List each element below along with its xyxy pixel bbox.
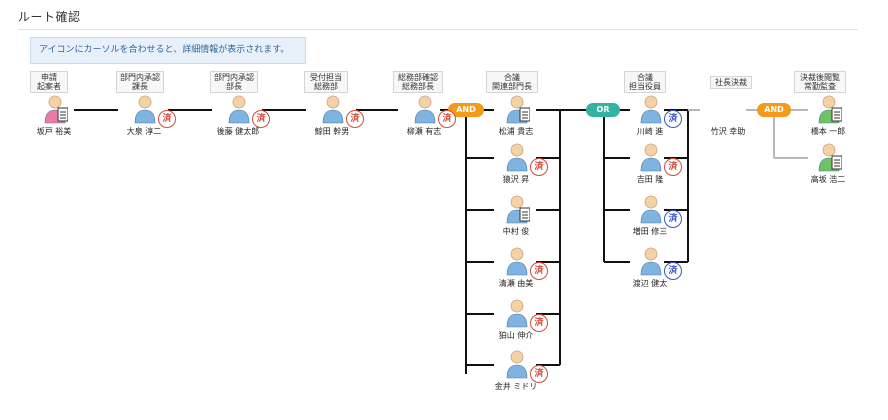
person-icon	[718, 94, 742, 124]
step-header-dept-head: 部門内承認部長	[210, 71, 258, 93]
document-icon	[57, 107, 68, 122]
page-title: ルート確認	[18, 10, 81, 24]
step-header-post-view: 決裁後閲覧常勤監査	[794, 71, 846, 93]
person-icon	[640, 247, 662, 276]
document-icon	[831, 107, 842, 122]
person-icon	[818, 95, 842, 124]
approved-stamp-icon: 済	[438, 110, 456, 128]
approver-name: 中村 俊	[502, 227, 530, 236]
approved-stamp-icon: 済	[530, 314, 548, 332]
and-gate: AND	[448, 103, 484, 117]
approver-node[interactable]: 橋本 一郎	[798, 94, 858, 144]
approver-name: 鯨田 幹男	[314, 127, 350, 136]
person-icon	[322, 95, 344, 124]
approver-name: 大泉 淳二	[126, 127, 162, 136]
approved-stamp-icon: 済	[346, 110, 364, 128]
approver-node[interactable]: 済川崎 進	[620, 94, 682, 144]
approved-stamp-icon: 済	[530, 158, 548, 176]
step-header-consult-execs: 合議担当役員	[624, 71, 666, 93]
document-icon	[519, 207, 530, 222]
person-icon	[506, 143, 528, 172]
person-icon	[640, 195, 662, 224]
approved-stamp-icon: 済	[252, 110, 270, 128]
approver-name: 高坂 浩二	[810, 175, 846, 184]
person-icon	[414, 95, 436, 124]
approved-stamp-icon: 済	[158, 110, 176, 128]
approver-name: 松浦 貴志	[498, 127, 534, 136]
approved-stamp-icon: 済	[664, 158, 682, 176]
person-icon	[818, 143, 842, 172]
approver-name: 坂戸 裕美	[36, 127, 72, 136]
approver-name: 清瀬 由美	[498, 279, 534, 288]
approver-node[interactable]: 済柳瀬 有志	[394, 94, 456, 144]
step-header-consult-depts: 合議関連部門長	[486, 71, 538, 93]
approver-name: 増田 修三	[632, 227, 668, 236]
approver-name: 狛山 伸介	[498, 331, 534, 340]
person-icon	[506, 247, 528, 276]
approved-stamp-icon: 済	[664, 262, 682, 280]
approver-node[interactable]: 済増田 修三	[620, 194, 682, 244]
approver-node[interactable]: 済大泉 淳二	[114, 94, 176, 144]
info-banner: アイコンにカーソルを合わせると、詳細情報が表示されます。	[30, 37, 306, 64]
approver-node[interactable]: 済後藤 健太郎	[208, 94, 270, 144]
step-header-president: 社長決裁	[710, 76, 752, 89]
approved-stamp-icon: 済	[664, 110, 682, 128]
step-header-section-chief: 部門内承認課長	[116, 71, 164, 93]
person-icon	[506, 195, 530, 224]
approver-node[interactable]: 坂戸 裕美	[24, 94, 84, 144]
approver-node[interactable]: 竹沢 幸助	[698, 94, 758, 144]
approver-node[interactable]: 松浦 貴志	[486, 94, 546, 144]
document-icon	[519, 107, 530, 122]
step-header-applicant: 申請起案者	[30, 71, 68, 93]
approver-node[interactable]: 済鯨田 幹男	[302, 94, 364, 144]
approver-name: 後藤 健太郎	[216, 127, 260, 136]
person-icon	[44, 95, 68, 124]
approver-name: 吉田 隆	[636, 175, 664, 184]
title-divider	[18, 29, 858, 30]
approver-name: 金井 ミドリ	[494, 382, 538, 391]
approver-node[interactable]: 済狛山 伸介	[486, 298, 548, 348]
approver-name: 川崎 進	[636, 127, 664, 136]
person-icon	[506, 350, 528, 379]
step-header-ga-check: 総務部確認総務部長	[393, 71, 443, 93]
approved-stamp-icon: 済	[530, 365, 548, 383]
approver-name: 竹沢 幸助	[710, 127, 746, 136]
document-icon	[831, 155, 842, 170]
approver-node[interactable]: 済猿沢 昇	[486, 142, 548, 192]
approver-name: 柳瀬 有志	[406, 127, 442, 136]
approver-node[interactable]: 高坂 浩二	[798, 142, 858, 192]
approved-stamp-icon: 済	[664, 210, 682, 228]
person-icon	[640, 95, 662, 124]
approver-node[interactable]: 済吉田 隆	[620, 142, 682, 192]
step-header-reception: 受付担当総務部	[304, 71, 348, 93]
or-gate: OR	[586, 103, 620, 117]
approver-node[interactable]: 済清瀬 由美	[486, 246, 548, 296]
approver-name: 橋本 一郎	[810, 127, 846, 136]
person-icon	[640, 143, 662, 172]
approved-stamp-icon: 済	[530, 262, 548, 280]
approver-node[interactable]: 中村 俊	[486, 194, 546, 244]
approver-name: 猿沢 昇	[502, 175, 530, 184]
approver-name: 渡辺 健太	[632, 279, 668, 288]
and-gate-final: AND	[757, 103, 791, 117]
person-icon	[134, 95, 156, 124]
approver-node[interactable]: 済金井 ミドリ	[486, 349, 548, 399]
person-icon	[228, 95, 250, 124]
person-icon	[506, 299, 528, 328]
person-icon	[506, 95, 530, 124]
approver-node[interactable]: 済渡辺 健太	[620, 246, 682, 296]
